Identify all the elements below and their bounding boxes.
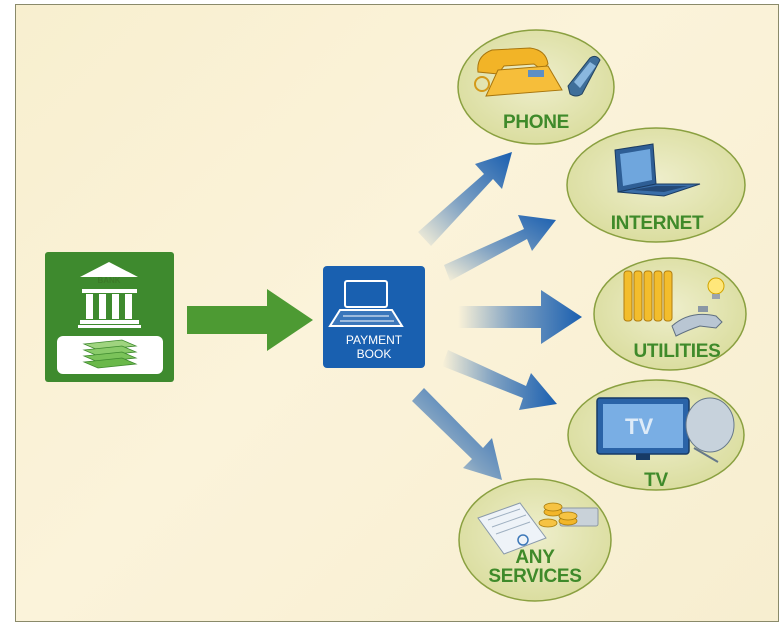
service-label-utilities: UTILITIES (633, 341, 721, 362)
hub-label-line1: PAYMENT (345, 333, 403, 347)
service-phone (457, 29, 615, 145)
service-utilities (593, 257, 747, 371)
arrow-bank-to-hub (187, 289, 313, 351)
arrow-to-any-services (412, 388, 502, 480)
service-label-any: ANY (515, 547, 555, 568)
bank-box (45, 252, 174, 382)
service-tv: TV (567, 379, 745, 491)
service-label-any-services: ANY SERVICES (470, 548, 600, 586)
telephone-icon (474, 47, 601, 97)
tv-satellite-icon: TV (596, 397, 735, 463)
service-internet (566, 127, 746, 243)
laptop-icon (614, 143, 701, 197)
radiator-faucet-bulb-icon (623, 270, 725, 337)
service-label-internet: INTERNET (610, 213, 704, 234)
arrow-to-utilities (458, 290, 582, 344)
money-stack-icon (82, 339, 138, 369)
service-any-services (458, 478, 612, 602)
hub-label: PAYMENT BOOK (323, 333, 425, 361)
service-label-services: SERVICES (488, 566, 582, 587)
laptop-icon (328, 280, 404, 327)
arrow-to-phone (418, 152, 512, 246)
service-label-phone: PHONE (502, 112, 570, 133)
payment-book-hub (323, 266, 425, 368)
documents-coins-icon (477, 502, 599, 555)
svg-text:TV: TV (625, 414, 653, 439)
arrows-to-services (412, 152, 582, 480)
arrow-to-internet (444, 215, 556, 281)
bank-label: BANK (97, 276, 121, 285)
bank-building-icon (78, 262, 141, 328)
service-label-tv: TV (644, 470, 668, 491)
hub-label-line2: BOOK (356, 347, 392, 361)
arrow-to-tv (442, 350, 557, 410)
